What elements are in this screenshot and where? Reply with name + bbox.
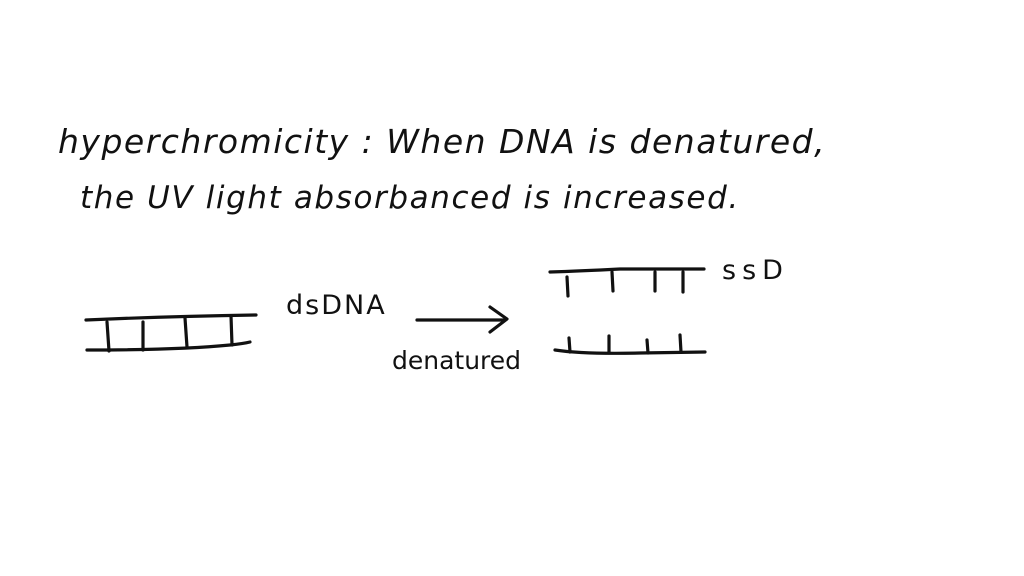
dsdna-ladder-icon	[84, 313, 258, 353]
ssdna-label: ssD	[722, 255, 789, 286]
definition-line-2: the UV light absorbanced is increased.	[80, 180, 740, 216]
dsdna-label: dsDNA	[286, 290, 387, 321]
denatured-label: denatured	[392, 346, 522, 375]
definition-line-1: hyperchromicity : When DNA is denatured,	[58, 122, 827, 161]
ssdna-strand-bottom-icon	[553, 333, 707, 355]
right-arrow-icon	[415, 305, 509, 334]
ssdna-strand-top-icon	[548, 267, 706, 298]
